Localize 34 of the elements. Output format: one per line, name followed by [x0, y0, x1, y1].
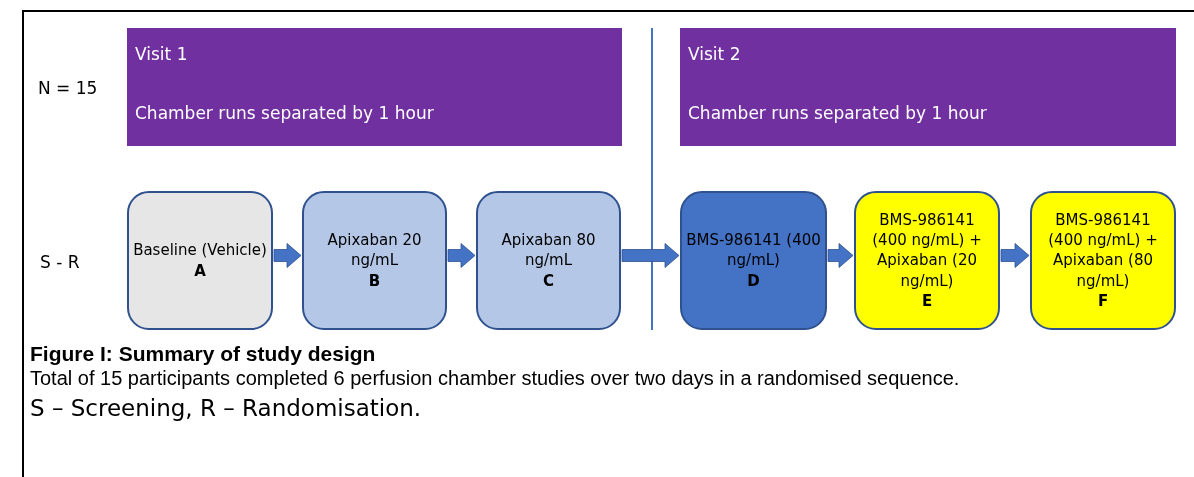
condition-box [302, 191, 447, 330]
block-arrow [1000, 243, 1030, 268]
condition-text: Apixaban 80 ng/mL [500, 230, 597, 271]
row-label: S - R [40, 251, 80, 274]
condition-letter: E [921, 290, 933, 312]
visit-title: Visit 1 [135, 44, 189, 66]
condition-letter: F [1097, 290, 1109, 312]
condition-letter: D [747, 270, 760, 291]
visit-banner [127, 28, 622, 146]
block-arrow [447, 243, 476, 268]
condition-text: BMS-986141 (400 ng/mL) + Apixaban (20 ng/mL) [871, 209, 983, 291]
condition-box [1030, 191, 1176, 330]
figure-caption: Total of 15 participants completed 6 perfusion chamber studies over two days in a randomised sequence. [30, 366, 961, 391]
condition-text: BMS-986141 (400 ng/mL) + Apixaban (80 ng/mL) [1047, 209, 1159, 291]
visit-banner [680, 28, 1176, 146]
visit-note: Chamber runs separated by 1 hour [135, 102, 435, 124]
condition-text: Apixaban 20 ng/mL [326, 230, 423, 271]
condition-letter: A [194, 260, 206, 281]
condition-letter: B [368, 270, 381, 291]
condition-box [680, 191, 827, 330]
abbreviation-note: S – Screening, R – Randomisation. [30, 394, 423, 424]
sample-size-label: N = 15 [38, 77, 98, 100]
block-arrow [827, 243, 854, 268]
condition-box [854, 191, 1000, 330]
block-arrow [621, 243, 680, 268]
condition-box [127, 191, 273, 330]
figure-title: Figure I: Summary of study design [30, 341, 377, 367]
block-arrow [273, 243, 302, 268]
visit-note: Chamber runs separated by 1 hour [688, 102, 988, 124]
condition-box [476, 191, 621, 330]
condition-text: Baseline (Vehicle) [133, 240, 267, 261]
visit-title: Visit 2 [688, 44, 742, 66]
condition-text: BMS-986141 (400 ng/mL) [686, 230, 821, 271]
condition-letter: C [543, 270, 554, 291]
